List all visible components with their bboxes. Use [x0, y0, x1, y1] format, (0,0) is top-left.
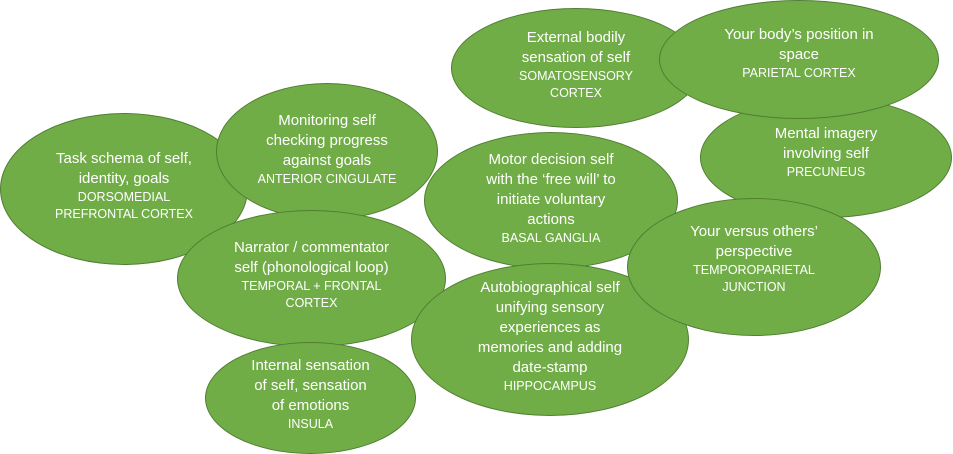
node-perspective-self: Your versus others’ perspective TEMPOROP…	[627, 198, 881, 336]
node-text: Task schema of self, identity, goals DOR…	[55, 149, 193, 223]
node-brain-region: SOMATOSENSORY CORTEX	[519, 69, 633, 100]
node-monitoring-self: Monitoring self checking progress agains…	[216, 83, 438, 220]
node-autobiographical-self: Autobiographical self unifying sensory e…	[411, 263, 689, 416]
node-description: Mental imagery involving self	[774, 125, 878, 162]
node-description: Task schema of self, identity, goals	[56, 150, 192, 187]
node-body-position-self: Your body’s position in space PARIETAL C…	[659, 0, 939, 119]
node-brain-region: PARIETAL CORTEX	[742, 66, 856, 80]
node-description: Motor decision self with the ‘free will’…	[486, 151, 616, 228]
node-narrator-self: Narrator / commentator self (phonologica…	[177, 210, 446, 347]
node-text: Internal sensation of self, sensation of…	[251, 356, 369, 433]
node-description: External bodily sensation of self	[521, 29, 631, 66]
node-description: Your body’s position in space	[724, 26, 874, 63]
node-text: Monitoring self checking progress agains…	[258, 111, 397, 188]
node-text: External bodily sensation of self SOMATO…	[519, 28, 633, 102]
node-brain-region: TEMPOROPARIETAL JUNCTION	[693, 263, 815, 294]
node-description: Internal sensation of self, sensation of…	[251, 356, 370, 414]
node-brain-region: TEMPORAL + FRONTAL CORTEX	[241, 278, 382, 310]
node-internal-sensation-self: Internal sensation of self, sensation of…	[205, 342, 416, 454]
node-description: Your versus others’ perspective	[690, 223, 818, 260]
node-brain-region: PRECUNEUS	[786, 165, 866, 179]
node-text: Motor decision self with the ‘free will’…	[486, 150, 616, 247]
node-brain-region: DORSOMEDIAL PREFRONTAL CORTEX	[55, 190, 193, 221]
node-brain-region: BASAL GANGLIA	[501, 231, 601, 245]
node-task-schema-self: Task schema of self, identity, goals DOR…	[0, 113, 248, 265]
node-text: Your versus others’ perspective TEMPOROP…	[690, 222, 818, 296]
node-brain-region: HIPPOCAMPUS	[503, 379, 597, 393]
node-text: Your body’s position in space PARIETAL C…	[724, 25, 873, 82]
node-text: Mental imagery involving self PRECUNEUS	[775, 124, 878, 181]
node-text: Narrator / commentator self (phonologica…	[234, 238, 389, 312]
node-description: Autobiographical self unifying sensory e…	[477, 279, 623, 376]
node-description: Monitoring self checking progress agains…	[266, 112, 388, 169]
node-brain-region: INSULA	[287, 416, 334, 431]
node-brain-region: ANTERIOR CINGULATE	[257, 172, 397, 186]
node-text: Autobiographical self unifying sensory e…	[478, 278, 622, 395]
node-description: Narrator / commentator self (phonologica…	[233, 238, 390, 276]
